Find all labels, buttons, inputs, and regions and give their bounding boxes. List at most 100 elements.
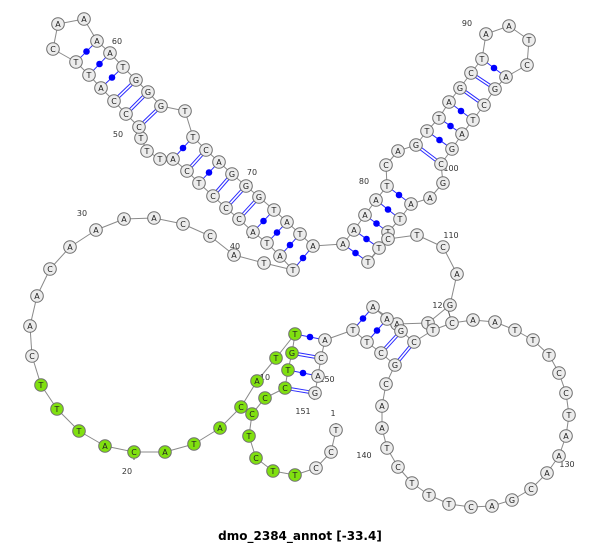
position-label: 100 [443,164,458,173]
nucleotide-circle [520,58,534,72]
nucleotide-circle [107,94,121,108]
nucleotide-letter: A [27,322,33,331]
nucleotide-circle [391,144,405,158]
nucleotide: A [103,46,117,60]
nucleotide: A [488,315,502,329]
nucleotide-circle [380,312,394,326]
nucleotide-circle [436,240,450,254]
nucleotide-circle [154,99,168,113]
nucleotide-letter: T [430,326,436,335]
nucleotide: G [453,81,467,95]
base-pair [228,189,244,205]
nucleotide-circle [232,212,246,226]
nucleotide-circle [380,441,394,455]
nucleotide: A [23,319,37,333]
nucleotide: C [249,451,263,465]
nucleotide: C [219,201,233,215]
nucleotide-circle [410,228,424,242]
nucleotide-letter: A [254,377,260,386]
pair-dot [352,249,359,257]
nucleotide: C [407,335,421,349]
base-pair [176,141,190,155]
nucleotide-circle [306,239,320,253]
nucleotide-letter: G [158,102,164,111]
nucleotide-circle [43,262,57,276]
nucleotide-circle [212,155,226,169]
nucleotide: C [381,232,395,246]
position-label: 30 [77,209,87,218]
nucleotide-circle [394,324,408,338]
nucleotide-letter: C [210,192,216,201]
nucleotide: T [442,497,456,511]
nucleotide-letter: C [50,45,56,54]
nucleotide-letter: G [243,182,249,191]
nucleotide: G [154,99,168,113]
nucleotide: T [372,241,386,255]
nucleotide-letter: C [123,110,129,119]
base-pair [142,109,158,124]
nucleotide: A [479,27,493,41]
nucleotide-circle [508,323,522,337]
nucleotide: A [273,249,287,263]
position-label: 150 [319,375,334,384]
nucleotide-circle [358,208,372,222]
nucleotide-letter: C [383,161,389,170]
nucleotide: T [432,111,446,125]
nucleotide-circle [409,138,423,152]
nucleotide: A [30,289,44,303]
nucleotide-circle [381,232,395,246]
nucleotide: C [434,157,448,171]
base-pair [380,203,396,216]
nucleotide-letter: A [94,37,100,46]
nucleotide-circle [293,227,307,241]
nucleotide-letter: A [483,30,489,39]
nucleotide: T [82,68,96,82]
nucleotide-circle [445,142,459,156]
nucleotide: C [552,366,566,380]
nucleotide: G [436,176,450,190]
nucleotide-letter: T [479,55,485,64]
nucleotide: T [393,212,407,226]
nucleotide: C [436,240,450,254]
nucleotide-circle [475,52,489,66]
nucleotide-circle [423,191,437,205]
nucleotide-letter: G [229,170,235,179]
nucleotide-circle [63,240,77,254]
nucleotide: T [562,408,576,422]
nucleotide: A [358,208,372,222]
nucleotide: T [72,424,86,438]
nucleotide: C [245,407,259,421]
nucleotide: T [288,468,302,482]
base-pair [117,83,133,98]
nucleotide-letter: T [409,479,415,488]
position-label: 50 [113,130,123,139]
pair-dot [457,107,465,115]
nucleotide: A [380,312,394,326]
nucleotide: A [89,223,103,237]
nucleotide-circle [281,363,295,377]
nucleotide-letter: T [76,427,82,436]
nucleotide: A [117,212,131,226]
nucleotide-circle [225,167,239,181]
position-label: 90 [462,19,472,28]
position-label: 70 [247,168,257,177]
position-label: 140 [356,451,371,460]
nucleotide-letter: A [394,320,400,329]
nucleotide-circle [374,346,388,360]
nucleotide-letter: A [489,502,495,511]
nucleotide-letter: T [86,71,92,80]
nucleotide-letter: G [289,349,295,358]
nucleotide: T [192,176,206,190]
nucleotide-letter: C [313,464,319,473]
nucleotide: G [445,142,459,156]
nucleotide: T [116,60,130,74]
nucleotide-circle [526,333,540,347]
nucleotide-letter: A [102,442,108,451]
nucleotide: C [132,120,146,134]
nucleotide-circle [442,497,456,511]
nucleotide-letter: A [340,240,346,249]
nucleotide-letter: A [379,424,385,433]
nucleotide: G [409,138,423,152]
nucleotide-letter: C [468,69,474,78]
nucleotide: A [375,421,389,435]
